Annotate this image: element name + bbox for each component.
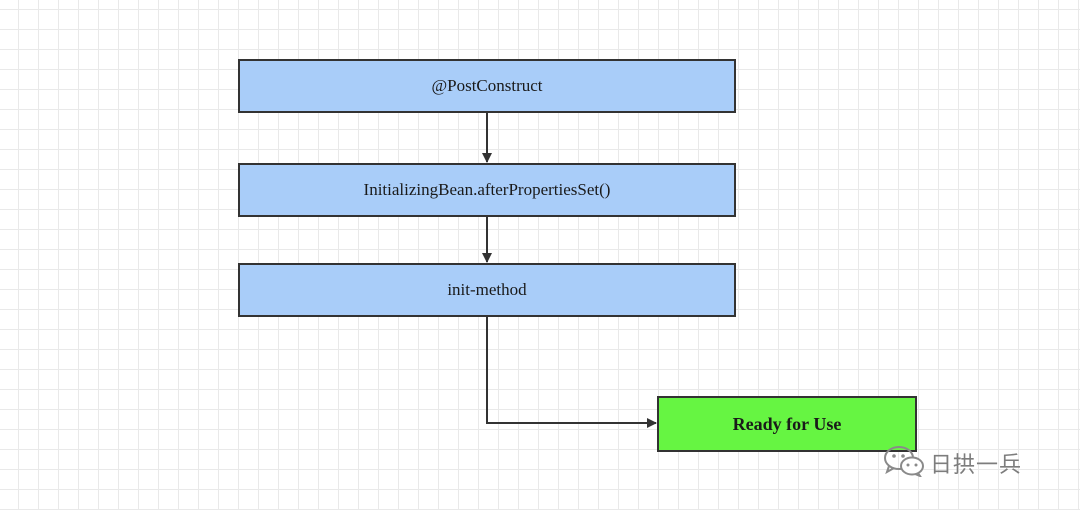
node-post-construct-label: @PostConstruct xyxy=(431,76,543,95)
edge-initmethod-to-ready xyxy=(486,317,657,428)
wechat-icon xyxy=(882,445,926,482)
watermark-text: 日拱一兵 xyxy=(930,453,1023,478)
node-ready-for-use-label: Ready for Use xyxy=(732,413,842,434)
node-ready-for-use: Ready for Use xyxy=(657,396,917,452)
watermark: 日拱一兵 xyxy=(882,445,1052,482)
node-init-method: init-method xyxy=(238,263,736,317)
node-post-construct: @PostConstruct xyxy=(238,59,736,113)
node-after-properties-set: InitializingBean.afterPropertiesSet() xyxy=(238,163,736,217)
node-init-method-label: init-method xyxy=(447,280,527,299)
node-after-properties-set-label: InitializingBean.afterPropertiesSet() xyxy=(363,180,611,199)
